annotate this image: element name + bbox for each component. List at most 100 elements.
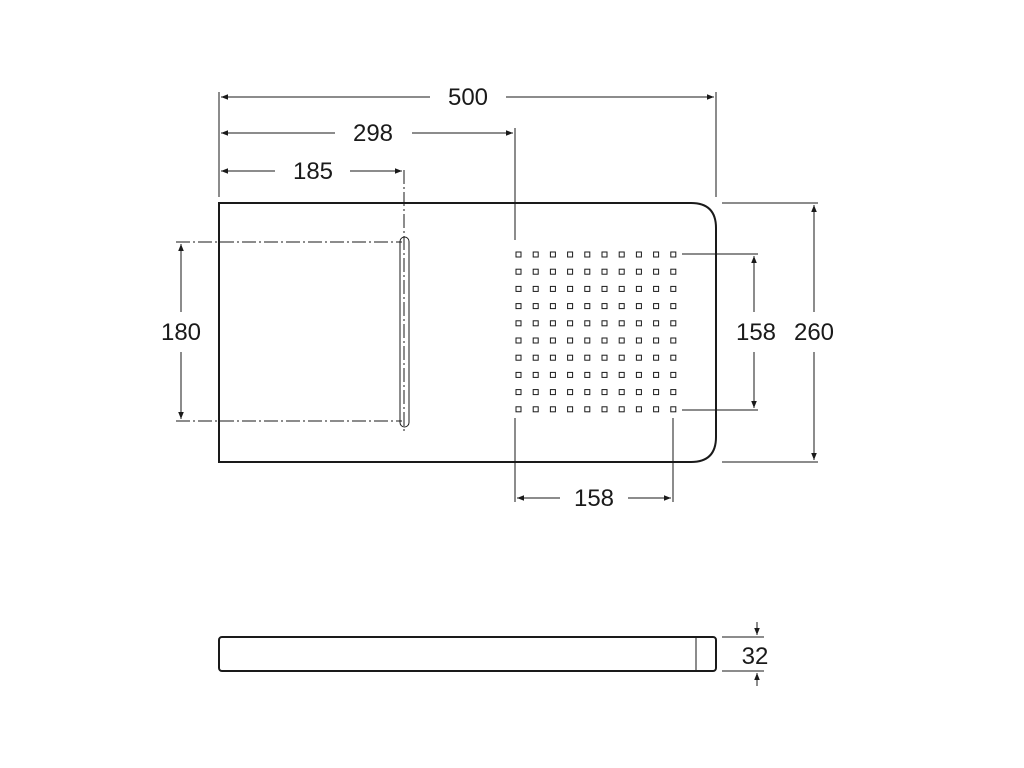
dim-label-slot-length: 180 bbox=[161, 319, 201, 346]
drain-hole bbox=[653, 251, 660, 258]
drain-hole bbox=[532, 406, 539, 413]
drain-hole bbox=[670, 320, 677, 327]
drain-hole bbox=[635, 303, 642, 310]
drain-hole bbox=[618, 303, 625, 310]
drain-hole bbox=[549, 320, 556, 327]
drain-hole bbox=[567, 303, 574, 310]
drain-hole bbox=[549, 251, 556, 258]
drain-hole bbox=[532, 371, 539, 378]
drain-hole bbox=[532, 320, 539, 327]
dim-label-thickness: 32 bbox=[742, 643, 769, 670]
drain-hole bbox=[653, 389, 660, 396]
drain-hole bbox=[584, 406, 591, 413]
drain-hole bbox=[601, 268, 608, 275]
drain-hole bbox=[653, 337, 660, 344]
drain-hole bbox=[567, 285, 574, 292]
drain-hole bbox=[532, 389, 539, 396]
drain-hole bbox=[618, 406, 625, 413]
drain-hole bbox=[635, 337, 642, 344]
drain-hole bbox=[601, 406, 608, 413]
drain-hole bbox=[670, 406, 677, 413]
drain-hole bbox=[515, 389, 522, 396]
dim-label-grid-offset: 298 bbox=[353, 120, 393, 147]
drain-hole bbox=[653, 371, 660, 378]
drain-hole bbox=[584, 303, 591, 310]
drain-hole bbox=[601, 320, 608, 327]
drain-hole bbox=[584, 320, 591, 327]
drain-hole bbox=[670, 354, 677, 361]
drain-hole bbox=[584, 389, 591, 396]
dim-label-overall-width: 260 bbox=[794, 319, 834, 346]
drain-hole bbox=[653, 303, 660, 310]
drain-hole bbox=[601, 337, 608, 344]
drain-hole bbox=[532, 303, 539, 310]
drain-hole bbox=[635, 354, 642, 361]
drain-hole bbox=[653, 406, 660, 413]
drain-hole bbox=[670, 337, 677, 344]
drain-hole bbox=[670, 303, 677, 310]
drain-hole bbox=[515, 337, 522, 344]
drain-hole bbox=[653, 320, 660, 327]
drain-hole bbox=[653, 268, 660, 275]
drain-hole bbox=[515, 371, 522, 378]
drain-hole bbox=[584, 268, 591, 275]
drain-hole bbox=[532, 354, 539, 361]
drain-hole bbox=[618, 354, 625, 361]
drain-hole bbox=[618, 320, 625, 327]
drain-hole bbox=[584, 337, 591, 344]
drain-hole bbox=[567, 320, 574, 327]
drain-hole bbox=[549, 337, 556, 344]
drain-hole bbox=[567, 389, 574, 396]
drain-hole bbox=[549, 406, 556, 413]
drain-hole bbox=[515, 303, 522, 310]
drain-hole bbox=[532, 337, 539, 344]
drain-hole bbox=[618, 371, 625, 378]
tray-top-view-outline bbox=[218, 202, 717, 463]
drain-hole bbox=[618, 389, 625, 396]
drain-hole bbox=[670, 285, 677, 292]
drain-hole bbox=[618, 268, 625, 275]
drain-hole bbox=[670, 251, 677, 258]
drain-hole bbox=[670, 268, 677, 275]
dim-label-grid-width: 158 bbox=[574, 485, 614, 512]
dim-label-overall-length: 500 bbox=[448, 84, 488, 111]
drain-hole bbox=[601, 354, 608, 361]
drain-hole bbox=[515, 406, 522, 413]
drain-hole bbox=[532, 251, 539, 258]
drain-hole bbox=[567, 371, 574, 378]
drain-hole bbox=[601, 251, 608, 258]
drain-hole bbox=[549, 268, 556, 275]
drain-hole bbox=[653, 285, 660, 292]
drain-hole bbox=[635, 285, 642, 292]
drain-hole bbox=[549, 371, 556, 378]
drain-hole bbox=[515, 285, 522, 292]
drain-hole bbox=[635, 320, 642, 327]
drain-hole bbox=[601, 371, 608, 378]
drain-hole bbox=[584, 354, 591, 361]
drain-hole bbox=[515, 354, 522, 361]
drain-hole bbox=[549, 389, 556, 396]
drain-hole bbox=[601, 389, 608, 396]
drain-hole bbox=[584, 371, 591, 378]
drain-hole bbox=[567, 354, 574, 361]
drain-hole bbox=[635, 371, 642, 378]
drain-hole bbox=[601, 285, 608, 292]
drain-hole bbox=[532, 285, 539, 292]
drain-hole bbox=[618, 337, 625, 344]
drain-hole-grid bbox=[515, 251, 677, 413]
dim-label-grid-height: 158 bbox=[736, 319, 776, 346]
drain-hole bbox=[584, 251, 591, 258]
drain-hole bbox=[549, 285, 556, 292]
drain-hole bbox=[670, 389, 677, 396]
drain-hole bbox=[653, 354, 660, 361]
drain-hole bbox=[635, 251, 642, 258]
drain-hole bbox=[532, 268, 539, 275]
drain-hole bbox=[567, 268, 574, 275]
tray-side-view-outline bbox=[218, 636, 717, 672]
drain-hole bbox=[618, 285, 625, 292]
drain-hole bbox=[567, 337, 574, 344]
dim-label-slot-offset: 185 bbox=[293, 158, 333, 185]
drain-hole bbox=[567, 251, 574, 258]
drain-hole bbox=[584, 285, 591, 292]
drain-hole bbox=[515, 251, 522, 258]
